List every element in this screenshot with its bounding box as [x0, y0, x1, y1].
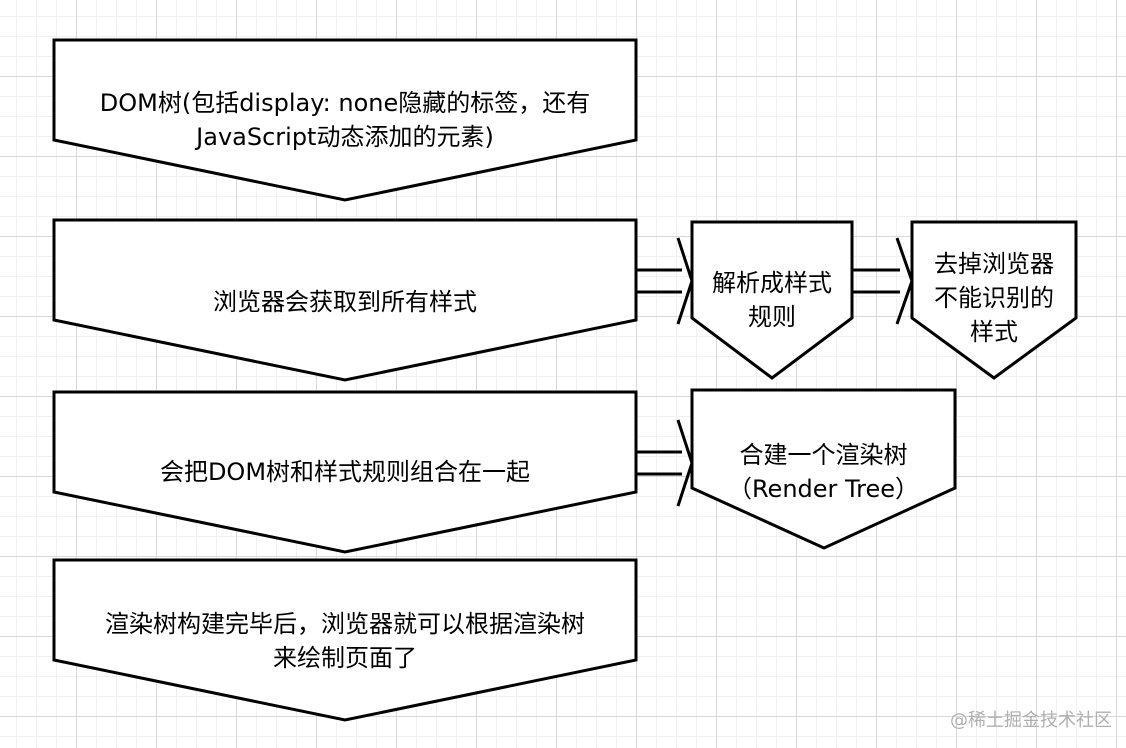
arrow-get-to-parse: [636, 237, 694, 325]
step-parse-rules-shape: [690, 220, 854, 380]
step-get-styles-shape: [52, 218, 638, 382]
step-remove-unknown-label: 去掉浏览器 不能识别的 样式: [934, 250, 1054, 346]
arrow-combine-to-render: [636, 419, 694, 507]
step-render-tree-shape: [690, 388, 957, 550]
step-combine-label: 会把DOM树和样式规则组合在一起: [159, 458, 531, 486]
step-paint-label: 渲染树构建完毕后，浏览器就可以根据渲染树 来绘制页面了: [105, 610, 585, 672]
step-paint-shape: [52, 558, 638, 722]
step-dom-label: DOM树(包括display: none隐藏的标签，还有 JavaScript动…: [99, 89, 591, 151]
step-remove-unknown-shape: [910, 220, 1078, 380]
step-get-styles-label: 浏览器会获取到所有样式: [213, 288, 477, 316]
step-parse-rules-label: 解析成样式 规则: [712, 269, 832, 331]
arrow-parse-to-remove: [852, 237, 914, 325]
step-dom-shape: [52, 38, 638, 202]
step-render-tree-label: 合建一个渲染树 （Render Tree）: [727, 441, 920, 503]
watermark: @稀土掘金技术社区: [950, 710, 1112, 731]
step-combine-shape: [52, 390, 638, 554]
